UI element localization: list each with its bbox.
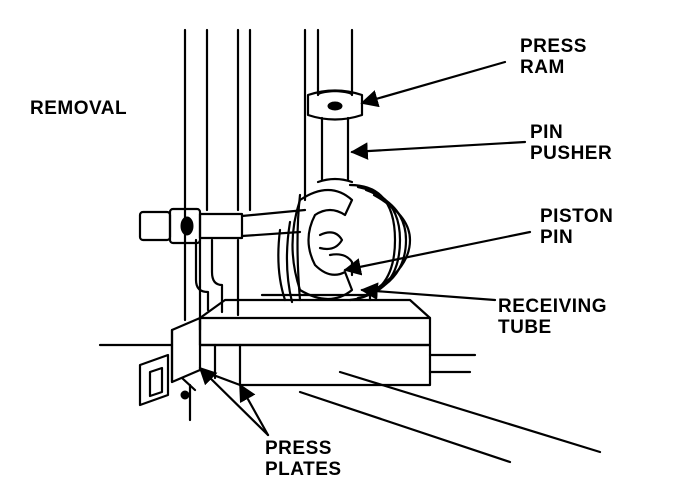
label-piston-pin-line1: PISTON [540,206,614,227]
label-press-plates-line2: PLATES [265,459,342,480]
label-receiving-tube-line2: TUBE [498,317,552,338]
label-receiving-tube-line1: RECEIVING [498,296,608,317]
press-ram [306,86,364,121]
label-piston-pin: PISTON PIN [540,206,613,248]
label-press-ram: PRESS RAM [520,36,587,78]
label-press-plates-line1: PRESS [265,438,332,459]
receiving-tube [291,188,354,301]
label-piston-pin-line2: PIN [540,227,574,248]
label-pin-pusher: PIN PUSHER [530,122,612,164]
press-plates [170,316,432,387]
base-block [198,293,432,347]
label-receiving-tube: RECEIVING TUBE [498,296,607,338]
pin-pusher [316,116,354,184]
press-table [98,343,602,464]
press-frame [183,28,354,332]
screw-assembly [138,207,307,314]
leader-arrows [198,60,532,437]
label-pin-pusher-line2: PUSHER [530,143,613,164]
label-pin-pusher-line1: PIN [530,122,564,143]
title-removal: REMOVAL [30,98,128,119]
label-press-ram-line2: RAM [520,57,565,78]
label-press-plates: PRESS PLATES [265,438,342,480]
label-press-ram-line1: PRESS [520,36,587,57]
